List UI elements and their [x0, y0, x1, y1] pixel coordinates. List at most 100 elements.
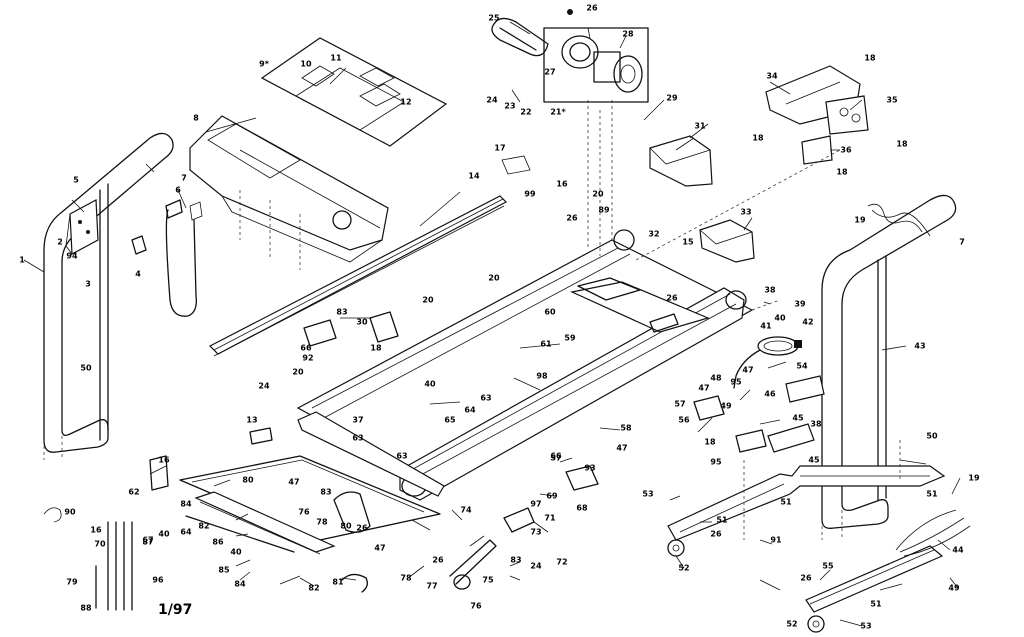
callout-20c: 20 — [422, 295, 434, 305]
callout-25: 25 — [488, 13, 500, 23]
callout-40c: 40 — [158, 529, 170, 539]
callout-33: 33 — [740, 207, 752, 217]
callout-73: 73 — [530, 527, 542, 537]
callout-65: 65 — [444, 415, 456, 425]
callout-18e: 18 — [370, 343, 382, 353]
callout-24b: 24 — [258, 381, 270, 391]
callout-72: 72 — [556, 557, 568, 567]
callout-20b: 20 — [488, 273, 500, 283]
callout-47e: 47 — [374, 543, 386, 553]
callout-84: 84 — [180, 499, 192, 509]
callout-29: 29 — [666, 93, 678, 103]
callout-11: 11 — [330, 53, 342, 63]
wire-harness-upper — [867, 203, 931, 237]
callout-26f: 26 — [710, 529, 722, 539]
callout-82b: 82 — [308, 583, 320, 593]
callout-18: 18 — [864, 53, 876, 63]
callout-79: 79 — [66, 577, 78, 587]
callout-74: 74 — [460, 505, 472, 515]
callout-38b: 38 — [810, 419, 822, 429]
callout-24: 24 — [486, 95, 498, 105]
side-rail — [208, 195, 507, 357]
callout-50b: 50 — [926, 431, 938, 441]
callout-45b: 45 — [808, 455, 820, 465]
callout-18b: 18 — [752, 133, 764, 143]
callout-49b: 49 — [948, 583, 960, 593]
callout-76b: 76 — [470, 601, 482, 611]
callout-80: 80 — [242, 475, 254, 485]
callout-22: 22 — [520, 107, 532, 117]
callout-31: 31 — [694, 121, 706, 131]
left-upright-bracket — [65, 199, 203, 317]
callout-40d: 40 — [230, 547, 242, 557]
console-base — [189, 115, 389, 270]
callout-82: 82 — [198, 521, 210, 531]
callout-94: 94 — [66, 251, 78, 261]
callout-83c: 83 — [510, 555, 522, 565]
callout-66b: 66 — [550, 451, 562, 461]
callout-56: 56 — [678, 415, 690, 425]
callout-80b: 80 — [340, 521, 352, 531]
callout-53b: 53 — [860, 621, 872, 631]
callout-66: 66 — [300, 343, 312, 353]
callout-61: 61 — [540, 339, 552, 349]
callout-98: 98 — [536, 371, 548, 381]
callout-23: 23 — [504, 101, 516, 111]
callout-19: 19 — [854, 215, 866, 225]
callout-83: 83 — [336, 307, 348, 317]
callout-51c: 51 — [926, 489, 938, 499]
leader-lines — [23, 21, 961, 627]
callout-20: 20 — [592, 189, 604, 199]
callout-48: 48 — [710, 373, 722, 383]
callout-18f: 18 — [704, 437, 716, 447]
callout-39: 39 — [794, 299, 806, 309]
callout-85: 85 — [218, 565, 230, 575]
callout-30: 30 — [356, 317, 368, 327]
motor-hood — [649, 135, 713, 187]
callout-10: 10 — [300, 59, 312, 69]
callout-89: 89 — [598, 205, 610, 215]
callout-52: 52 — [678, 563, 690, 573]
callout-18c: 18 — [896, 139, 908, 149]
callout-40b: 40 — [424, 379, 436, 389]
power-cord — [733, 336, 802, 389]
callout-2: 2 — [57, 237, 63, 247]
right-base-frame — [667, 375, 946, 633]
callout-37: 37 — [352, 415, 364, 425]
callout-86: 86 — [212, 537, 224, 547]
callout-26d: 26 — [356, 523, 368, 533]
callout-54: 54 — [796, 361, 808, 371]
callout-4: 4 — [135, 269, 141, 279]
callout-17: 17 — [494, 143, 506, 153]
callout-45: 45 — [792, 413, 804, 423]
treadmill-frame — [296, 100, 841, 501]
callout-41: 41 — [760, 321, 772, 331]
callout-76: 76 — [298, 507, 310, 517]
callout-8: 8 — [193, 113, 199, 123]
callout-64: 64 — [464, 405, 476, 415]
callout-57b: 57 — [550, 453, 562, 463]
wire-harness-lower — [895, 509, 971, 557]
callout-16b: 16 — [158, 455, 170, 465]
callout-16: 16 — [556, 179, 568, 189]
upper-right-bracket — [765, 65, 869, 165]
callout-59: 59 — [564, 333, 576, 343]
callout-67: 67 — [142, 535, 154, 545]
callout-57: 57 — [674, 399, 686, 409]
callout-63b: 63 — [352, 433, 364, 443]
callout-62: 62 — [128, 487, 140, 497]
callout-51b: 51 — [716, 515, 728, 525]
callout-7: 7 — [181, 173, 187, 183]
callout-28: 28 — [622, 29, 634, 39]
callout-87: 87 — [142, 537, 154, 547]
callout-24c: 24 — [530, 561, 542, 571]
callout-77: 77 — [426, 581, 438, 591]
callout-32: 32 — [648, 229, 660, 239]
callout-3: 3 — [85, 279, 91, 289]
callout-91: 91 — [770, 535, 782, 545]
callout-14: 14 — [468, 171, 480, 181]
callout-38: 38 — [764, 285, 776, 295]
callout-35: 35 — [886, 95, 898, 105]
callout-64b: 64 — [180, 527, 192, 537]
